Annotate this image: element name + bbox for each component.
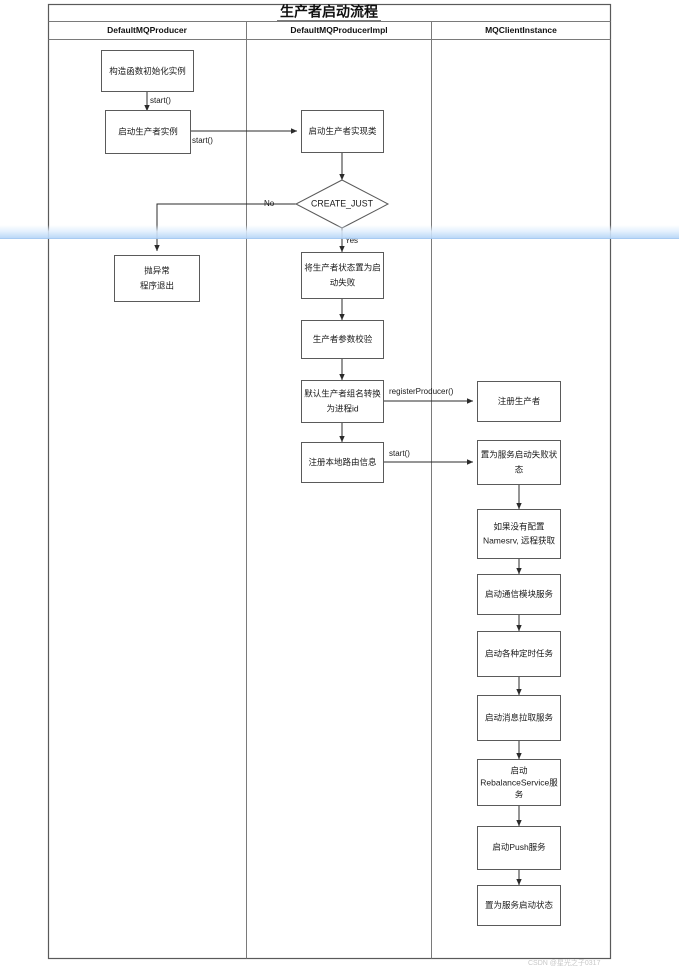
diagram-title: 生产者启动流程 [277, 4, 381, 21]
column-header-label: MQClientInstance [485, 25, 557, 35]
node-label-line-1: 注册本地路由信息 [308, 457, 377, 467]
column-header-label: DefaultMQProducerImpl [290, 25, 387, 35]
node-set-service-start-failed-state[interactable]: 置为服务启动失败状 态 [477, 440, 561, 485]
watermark-text: CSDN @星光之子0317 [528, 958, 601, 967]
node-label-line-1: 置为服务启动状态 [485, 900, 554, 910]
node-label-line-3: 务 [515, 789, 524, 799]
swimlane-frame [47, 3, 612, 960]
node-label-line-1: CREATE_JUST [311, 198, 374, 208]
node-label-line-1: 启动生产者实现类 [308, 126, 377, 136]
node-register-producer[interactable]: 注册生产者 [477, 381, 561, 422]
connector-n5-n3-no [154, 203, 296, 252]
edge-label-register-producer: registerProducer() [389, 387, 454, 396]
node-label-line-2: 为进程id [326, 403, 358, 413]
node-constructor-init-instance[interactable]: 构造函数初始化实例 [101, 50, 194, 92]
column-header-mq-client-instance: MQClientInstance [485, 25, 557, 35]
column-header-default-mq-producer: DefaultMQProducer [107, 25, 188, 35]
node-label-line-1: 启动通信模块服务 [485, 589, 554, 599]
node-start-pull-message-service[interactable]: 启动消息拉取服务 [477, 695, 561, 741]
node-set-service-started-state[interactable]: 置为服务启动状态 [477, 885, 561, 926]
node-label-line-1: 抛异常 [144, 265, 170, 275]
column-header-label: DefaultMQProducer [107, 25, 188, 35]
edge-label-no: No [264, 199, 275, 208]
node-label-line-1: 如果没有配置 [493, 521, 545, 531]
node-label-line-2: 态 [515, 464, 524, 474]
node-label-line-1: 置为服务启动失败状 [481, 449, 558, 459]
edge-label-start-n9-n11: start() [389, 449, 410, 458]
node-start-communication-module[interactable]: 启动通信模块服务 [477, 574, 561, 615]
node-label-line-1: 将生产者状态置为启 [304, 262, 381, 272]
edge-label-start-n2-n4: start() [192, 136, 213, 145]
node-producer-param-validate[interactable]: 生产者参数校验 [301, 320, 384, 359]
node-label-line-1: 启动各种定时任务 [485, 648, 554, 658]
node-start-rebalance-service[interactable]: 启动 RebalanceService服 务 [477, 759, 561, 806]
node-label-line-1: 生产者参数校验 [313, 334, 373, 344]
node-create-just-decision[interactable]: CREATE_JUST [294, 179, 390, 229]
node-start-producer-impl-class[interactable]: 启动生产者实现类 [301, 110, 384, 153]
node-label-line-2: 动失败 [330, 277, 356, 287]
node-start-producer-instance[interactable]: 启动生产者实例 [105, 110, 191, 154]
node-register-local-route-info[interactable]: 注册本地路由信息 [301, 442, 384, 483]
node-start-push-service[interactable]: 启动Push服务 [477, 826, 561, 870]
node-throw-exception-exit[interactable]: 抛异常 程序退出 [114, 255, 200, 302]
node-label-line-1: 启动消息拉取服务 [485, 712, 554, 722]
node-label-line-1: 构造函数初始化实例 [109, 66, 186, 76]
node-label-line-1: 注册生产者 [498, 396, 541, 406]
node-label-line-2: 程序退出 [140, 280, 174, 290]
node-default-group-name-to-pid[interactable]: 默认生产者组名转换 为进程id [301, 380, 384, 423]
node-set-producer-state-start-failed[interactable]: 将生产者状态置为启 动失败 [301, 252, 384, 299]
node-start-scheduled-tasks[interactable]: 启动各种定时任务 [477, 631, 561, 677]
edge-label-yes: Yes [345, 236, 358, 245]
node-label-line-1: 默认生产者组名转换 [304, 388, 381, 398]
node-label-line-1: 启动生产者实例 [118, 126, 178, 136]
edge-label-start-n1-n2: start() [150, 96, 171, 105]
column-header-default-mq-producer-impl: DefaultMQProducerImpl [290, 25, 387, 35]
node-fetch-namesrv-if-absent[interactable]: 如果没有配置 Namesrv, 远程获取 [477, 509, 561, 559]
node-label-line-1: 启动 [510, 765, 528, 775]
node-label-line-2: RebalanceService服 [480, 777, 558, 787]
diagram-title-text: 生产者启动流程 [280, 4, 378, 20]
node-label-line-1: 启动Push服务 [492, 842, 546, 852]
node-label-line-2: Namesrv, 远程获取 [483, 535, 556, 545]
